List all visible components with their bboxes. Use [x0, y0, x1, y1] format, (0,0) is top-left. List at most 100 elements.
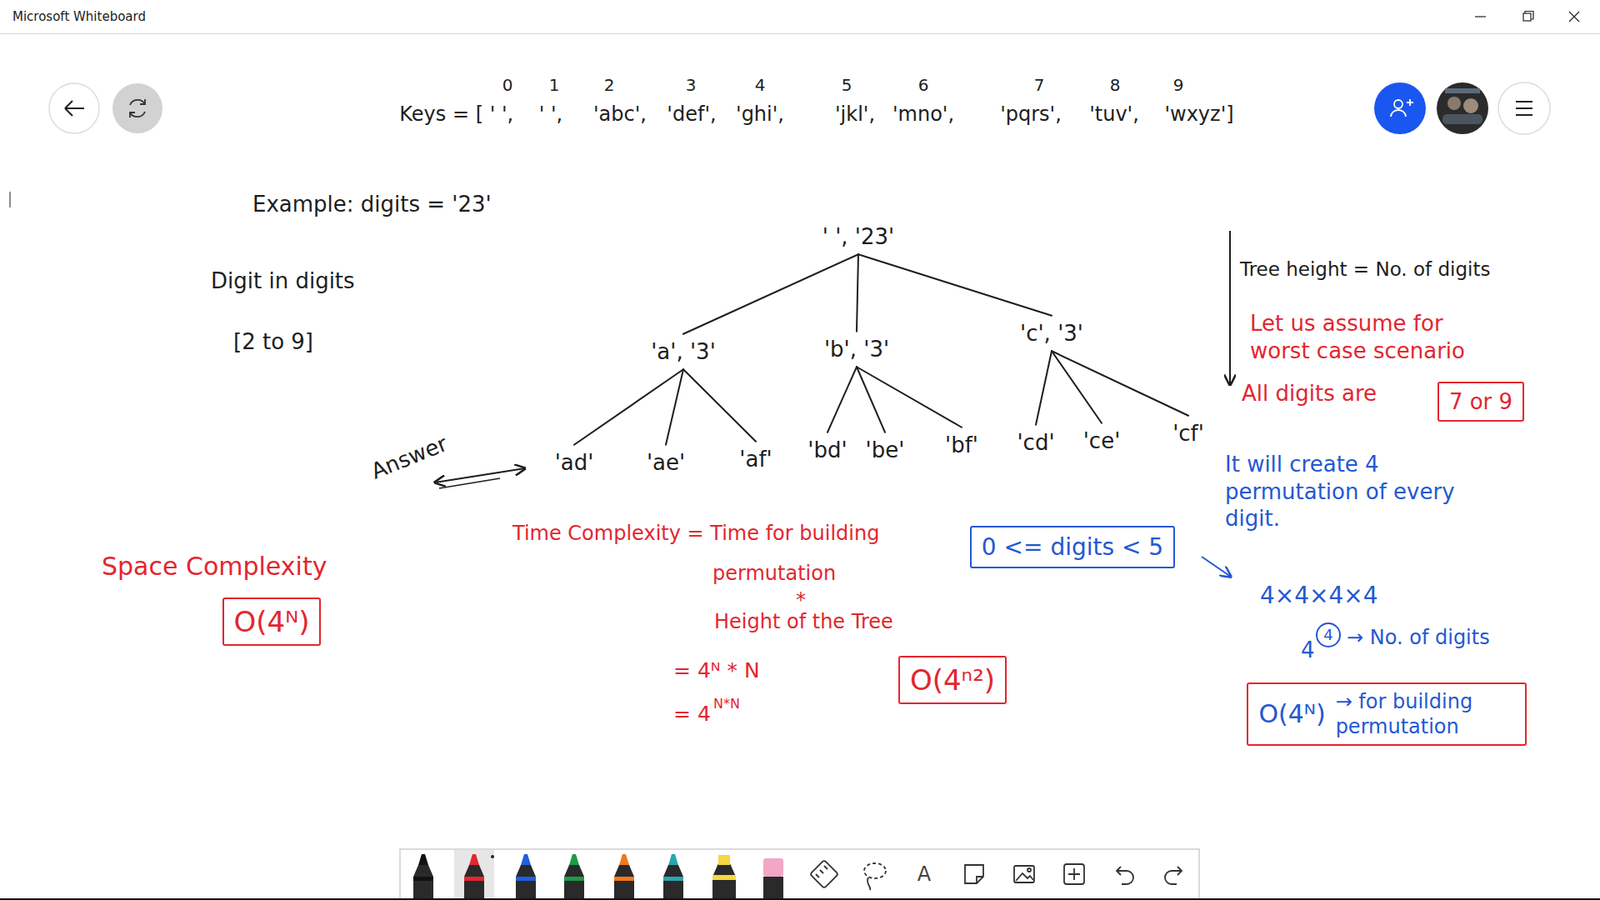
array-index: 8	[1110, 75, 1121, 96]
tree-node: 'cd'	[1010, 425, 1061, 461]
note-text: It will create 4 permutation of every di…	[1225, 450, 1475, 533]
tree-node: 'b', '3'	[817, 331, 896, 368]
tree-node: 'a', '3'	[644, 334, 723, 370]
height-arrow	[1229, 230, 1231, 385]
node-text: 'ce'	[1083, 427, 1121, 455]
undo-icon	[1116, 866, 1134, 885]
tree-branch	[856, 366, 885, 433]
selected-dot	[490, 855, 495, 859]
node-text: 'c', '3'	[1020, 320, 1084, 348]
complexity-box: O(4ⁿ²)	[898, 655, 1007, 705]
title-bar-border	[0, 33, 1600, 35]
pen-blue	[515, 854, 536, 899]
tree-branch	[827, 366, 857, 433]
node-text: 'be'	[865, 436, 905, 465]
tree-branch	[858, 254, 1052, 316]
node-text: 'af'	[739, 445, 772, 474]
pen-black	[413, 854, 434, 899]
back-button	[49, 83, 100, 134]
tree-branch	[1035, 350, 1052, 425]
array-index: 7	[1034, 75, 1045, 96]
formula-text: Height of the Tree	[714, 609, 894, 635]
toolbar	[400, 849, 1200, 900]
avatar-photo	[1442, 88, 1483, 125]
tree-branch	[856, 366, 962, 428]
constraint-box: 0 <= digits < 5	[970, 525, 1175, 569]
node-text: O(4ᴺ)	[1258, 698, 1325, 730]
formula-text: permutation	[712, 560, 836, 586]
menu-button	[1498, 82, 1550, 135]
node-text: 'b', '3'	[824, 335, 890, 364]
tree-node: 'cf'	[1165, 415, 1211, 452]
node-text: O(4ⁿ²)	[910, 662, 995, 699]
tree-node: 'af'	[732, 441, 779, 478]
title-bar	[0, 0, 1600, 34]
sync-button	[112, 83, 163, 134]
restore-icon	[1523, 11, 1534, 22]
node-text: 'a', '3'	[650, 338, 716, 366]
node-text: 'cf'	[1172, 420, 1205, 448]
array-item: 'jkl',	[835, 101, 875, 127]
tree-node: 'bf'	[938, 427, 985, 464]
formula-text: = 4	[673, 700, 711, 727]
ruler-tool	[810, 860, 839, 889]
answer-arrow-stroke	[439, 478, 500, 489]
array-index: 1	[549, 75, 560, 96]
tree-branches	[574, 254, 1189, 445]
tree-node: 'ce'	[1076, 423, 1128, 460]
menu-icon	[1515, 101, 1533, 115]
sync-icon	[130, 99, 145, 118]
note-text: All digits are	[1241, 380, 1377, 408]
leader-arrow	[1201, 556, 1231, 577]
tree-node: 'be'	[859, 432, 912, 469]
array-item: 'def',	[666, 101, 716, 127]
node-text: 'ad'	[555, 449, 595, 477]
array-item: ' ',	[490, 101, 514, 127]
highlight-box: 7 or 9	[1437, 381, 1525, 423]
tree-node: ' ', '23'	[815, 219, 901, 255]
complexity-box: O(4ᴺ) → for building permutation	[1246, 682, 1526, 746]
image-tool	[1014, 865, 1035, 883]
note-text: [2 to 9]	[233, 328, 314, 356]
pen-red	[464, 854, 485, 899]
formula-text: = 4ᴺ * N	[673, 657, 760, 684]
node-text: → for building permutation	[1335, 689, 1515, 740]
minimize-icon	[1475, 15, 1486, 17]
array-index: 4	[755, 75, 766, 96]
array-item: 'mno',	[892, 101, 955, 127]
formula-text: 4	[1300, 636, 1315, 665]
array-item: 'wxyz']	[1164, 101, 1234, 127]
tree-branch	[574, 369, 684, 445]
heading-text: Space Complexity	[101, 550, 327, 583]
answer-arrow	[435, 468, 525, 483]
formula-text: 4×4×4×4	[1260, 580, 1379, 610]
circled-number: 4	[1323, 625, 1333, 645]
tree-node: 'bd'	[800, 432, 854, 469]
pen-orange	[614, 854, 635, 899]
tree-node: 'ae'	[640, 445, 692, 481]
note-text: Tree height = No. of digits	[1240, 257, 1490, 282]
pen-multicolor	[663, 854, 684, 899]
array-name: Keys = [	[399, 101, 484, 127]
array-item: 'ghi',	[735, 101, 785, 127]
lasso-tool	[864, 863, 886, 890]
node-text: 'bf'	[945, 431, 979, 460]
tree-branch	[683, 254, 859, 335]
note-text: Digit in digits	[210, 267, 355, 295]
exponent-text: N*N	[713, 695, 740, 713]
note-text: → No. of digits	[1346, 625, 1490, 650]
answer-label: Answer	[367, 430, 452, 485]
node-text: 'bd'	[807, 436, 847, 465]
tree-branch	[856, 254, 859, 332]
close-icon	[1569, 11, 1580, 22]
person-add-icon	[1390, 99, 1414, 117]
back-arrow-icon	[65, 100, 85, 116]
formula-text: *	[795, 587, 806, 613]
array-item: ' ',	[539, 101, 563, 127]
tree-node: 'ad'	[548, 445, 601, 481]
text-cursor	[9, 191, 10, 208]
add-tool	[1064, 864, 1085, 885]
tree-branch	[665, 369, 684, 445]
